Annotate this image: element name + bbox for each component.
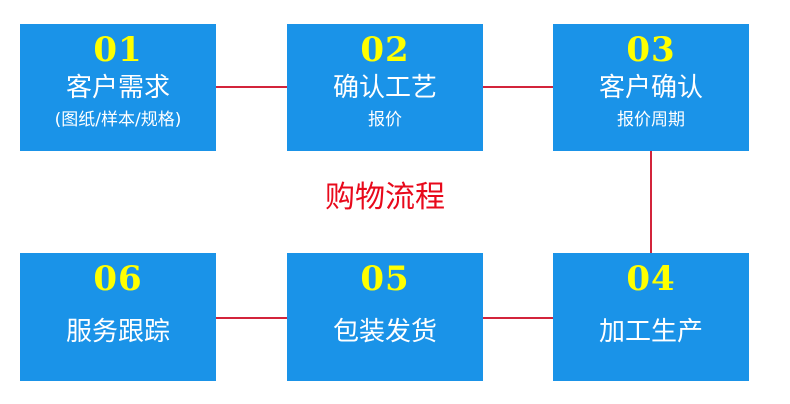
step-04-box: 04 加工生产 [553, 253, 749, 381]
step-title: 加工生产 [598, 317, 703, 347]
step-number: 04 [626, 259, 676, 299]
step-number: 05 [360, 259, 410, 299]
step-subtitle: 报价周期 [617, 110, 685, 130]
step-01-box: 01 客户需求 (图纸/样本/规格) [20, 24, 216, 151]
step-subtitle: 报价 [368, 110, 402, 130]
step-number: 03 [626, 30, 676, 70]
step-number: 02 [360, 30, 410, 70]
step-title: 客户确认 [598, 73, 703, 103]
step-title: 确认工艺 [332, 73, 437, 103]
step-number: 01 [93, 30, 143, 70]
step-number: 06 [93, 259, 143, 299]
diagram-title: 购物流程 [325, 180, 445, 215]
step-subtitle: (图纸/样本/规格) [54, 110, 182, 130]
step-03-box: 03 客户确认 报价周期 [553, 24, 749, 151]
step-02-box: 02 确认工艺 报价 [287, 24, 483, 151]
step-05-box: 05 包装发货 [287, 253, 483, 381]
step-title: 包装发货 [332, 317, 437, 347]
step-title: 客户需求 [65, 73, 170, 103]
step-title: 服务跟踪 [65, 317, 170, 347]
step-06-box: 06 服务跟踪 [20, 253, 216, 381]
